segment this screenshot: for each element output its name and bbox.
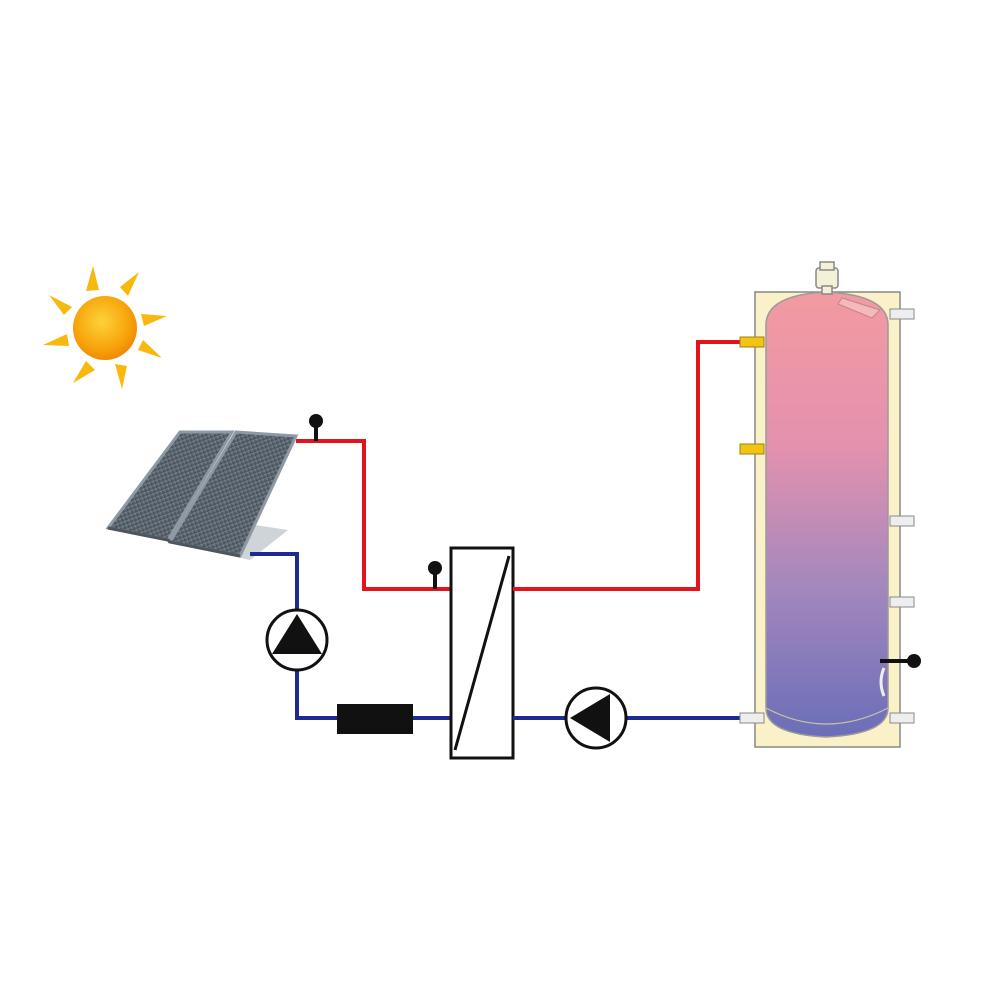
temperature-sensor-icon (428, 561, 442, 589)
tank-port-right (889, 596, 915, 608)
collector-flow-pipe (296, 439, 450, 591)
sun-disc (73, 296, 137, 360)
air-vent-valve (815, 261, 839, 295)
solar-collector-panels (105, 430, 299, 560)
tank-inlet-connector (739, 443, 765, 455)
sun-rays (43, 266, 167, 389)
tank-inlet-connector-hot (739, 336, 765, 348)
hot-water-storage-tank (739, 261, 921, 748)
circulation-pump-icon (564, 686, 628, 750)
temperature-sensor-icon (309, 414, 323, 441)
circulation-pump-icon (265, 608, 329, 672)
plate-heat-exchanger (449, 546, 515, 760)
tank-port-right (889, 515, 915, 527)
sun-icon (43, 266, 167, 389)
expansion-vessel (337, 704, 413, 734)
tank-return-connector (739, 712, 765, 724)
temperature-sensor-icon (880, 654, 921, 668)
tank-vessel (765, 291, 889, 738)
tank-flow-pipe (513, 340, 740, 591)
collector-frame (107, 526, 241, 558)
tank-port-right (889, 712, 915, 724)
tank-port-right (889, 308, 915, 320)
